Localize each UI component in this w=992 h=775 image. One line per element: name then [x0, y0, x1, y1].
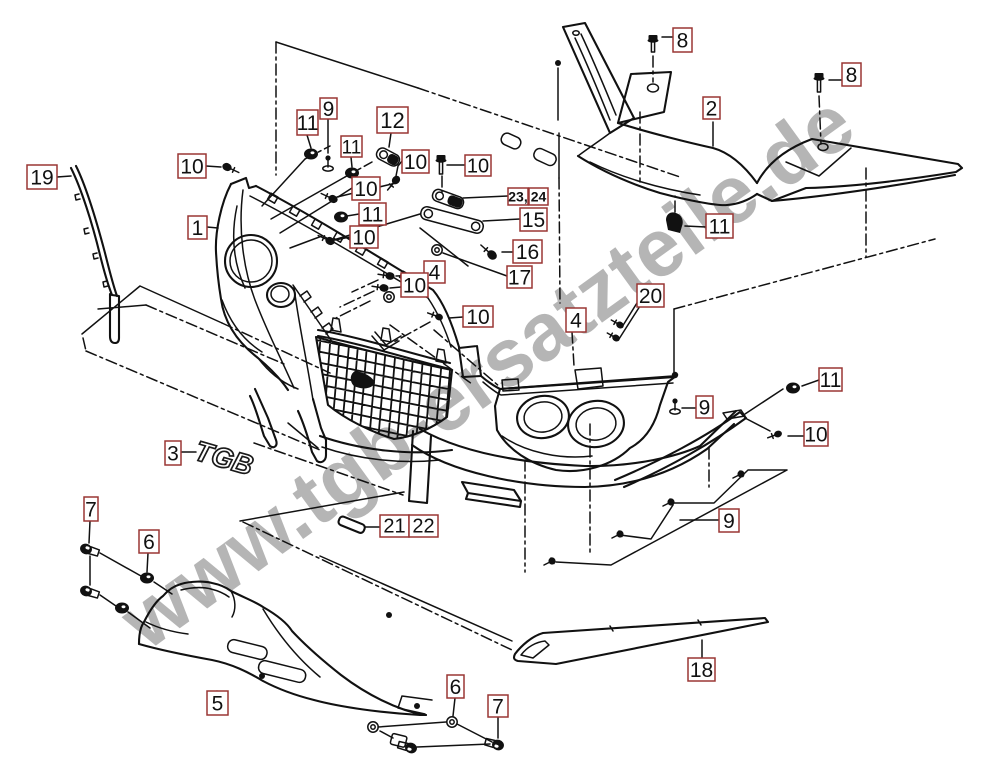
svg-text:16: 16	[516, 241, 539, 264]
svg-text:6: 6	[450, 676, 462, 699]
svg-text:1: 1	[192, 217, 204, 240]
svg-text:9: 9	[323, 98, 335, 121]
svg-text:4: 4	[429, 262, 441, 285]
svg-text:9: 9	[723, 510, 735, 533]
svg-text:10: 10	[404, 151, 427, 174]
svg-text:10: 10	[467, 156, 489, 178]
svg-text:20: 20	[639, 285, 662, 308]
svg-text:9: 9	[699, 397, 711, 420]
svg-text:4: 4	[570, 310, 582, 333]
svg-text:18: 18	[690, 659, 713, 682]
svg-text:5: 5	[212, 693, 224, 716]
svg-text:8: 8	[677, 30, 689, 53]
svg-text:6: 6	[143, 531, 155, 554]
svg-text:10: 10	[354, 178, 377, 201]
svg-text:17: 17	[508, 267, 531, 290]
svg-text:11: 11	[297, 112, 319, 135]
svg-text:10: 10	[466, 306, 489, 329]
svg-text:7: 7	[492, 696, 504, 719]
svg-text:22: 22	[412, 516, 434, 538]
svg-text:10: 10	[352, 227, 375, 250]
svg-text:21: 21	[383, 516, 405, 538]
svg-text:15: 15	[522, 209, 545, 232]
svg-text:10: 10	[403, 275, 426, 298]
svg-text:7: 7	[85, 499, 97, 522]
svg-text:2: 2	[706, 98, 718, 121]
svg-text:8: 8	[846, 64, 858, 87]
svg-text:11: 11	[342, 137, 362, 158]
svg-text:11: 11	[820, 369, 842, 392]
svg-text:11: 11	[362, 204, 384, 227]
svg-text:3: 3	[167, 443, 179, 466]
svg-text:10: 10	[804, 424, 827, 447]
svg-text:19: 19	[30, 167, 53, 190]
svg-text:12: 12	[380, 108, 404, 133]
svg-text:10: 10	[180, 156, 203, 179]
svg-text:23,: 23,	[508, 189, 527, 205]
svg-text:24: 24	[531, 189, 547, 205]
svg-text:11: 11	[709, 216, 731, 239]
